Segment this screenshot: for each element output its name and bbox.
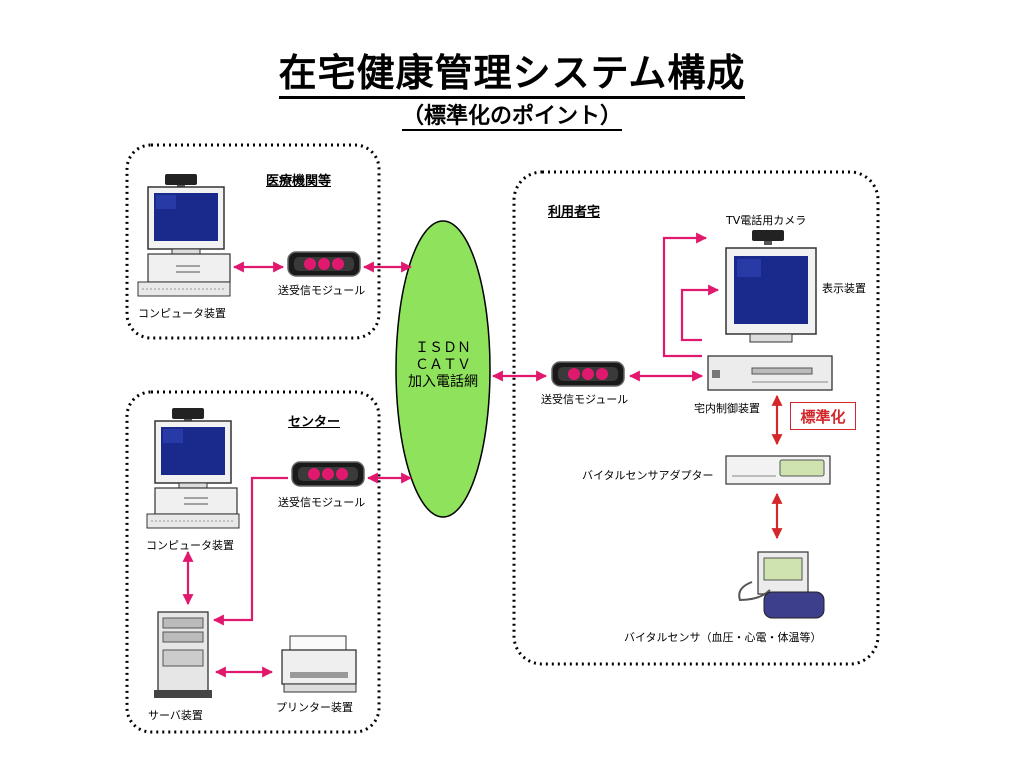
- page-title: 在宅健康管理システム構成: [0, 42, 1024, 99]
- center-module-label: 送受信モジュール: [278, 496, 366, 509]
- vital-sensor-icon: [738, 551, 825, 619]
- medical-module-icon: [287, 251, 361, 277]
- medical-computer-icon: [137, 186, 231, 297]
- network-line-isdn: ＩＳＤＮ: [415, 340, 471, 356]
- tv-camera-icon: [752, 230, 784, 245]
- link-center-module-server: [212, 476, 288, 626]
- network-label: ＩＳＤＮ ＣＡＴＶ 加入電話網: [393, 340, 493, 391]
- vital-adapter-label: バイタルセンサアダプター: [582, 469, 714, 482]
- display-monitor-icon: [725, 247, 817, 343]
- center-computer-label: コンピュータ装置: [146, 539, 234, 552]
- network-line-catv: ＣＡＴＶ: [415, 357, 471, 373]
- printer-icon: [281, 635, 357, 693]
- medical-group-box: [125, 143, 381, 340]
- printer-label: プリンター装置: [276, 701, 353, 714]
- link-controller-display: [680, 284, 720, 342]
- center-group-box: [125, 390, 381, 734]
- center-computer-icon: [146, 420, 240, 529]
- server-icon: [154, 611, 212, 698]
- link-controller-camera: [662, 232, 708, 358]
- center-module-icon: [291, 461, 365, 487]
- display-label: 表示装置: [822, 282, 866, 295]
- page-subtitle: （標準化のポイント）: [401, 104, 622, 131]
- home-group-title: 利用者宅: [548, 205, 601, 220]
- home-group-box: [512, 170, 880, 666]
- medical-group-title: 医療機関等: [266, 174, 332, 189]
- tv-camera-label: TV電話用カメラ: [726, 214, 807, 227]
- server-label: サーバ装置: [148, 709, 203, 722]
- vital-sensor-label: バイタルセンサ（血圧・心電・体温等）: [624, 631, 822, 644]
- network-ellipse: [395, 220, 491, 518]
- home-controller-icon: [707, 355, 833, 391]
- network-line-phone: 加入電話網: [408, 374, 478, 390]
- controller-label: 宅内制御装置: [694, 402, 760, 415]
- standardization-badge: 標準化: [790, 402, 856, 430]
- medical-computer-label: コンピュータ装置: [138, 307, 226, 320]
- medical-module-label: 送受信モジュール: [278, 284, 366, 297]
- vital-adapter-icon: [725, 455, 831, 485]
- home-module-label: 送受信モジュール: [541, 393, 629, 406]
- home-module-icon: [551, 361, 625, 387]
- center-group-title: センター: [288, 415, 341, 430]
